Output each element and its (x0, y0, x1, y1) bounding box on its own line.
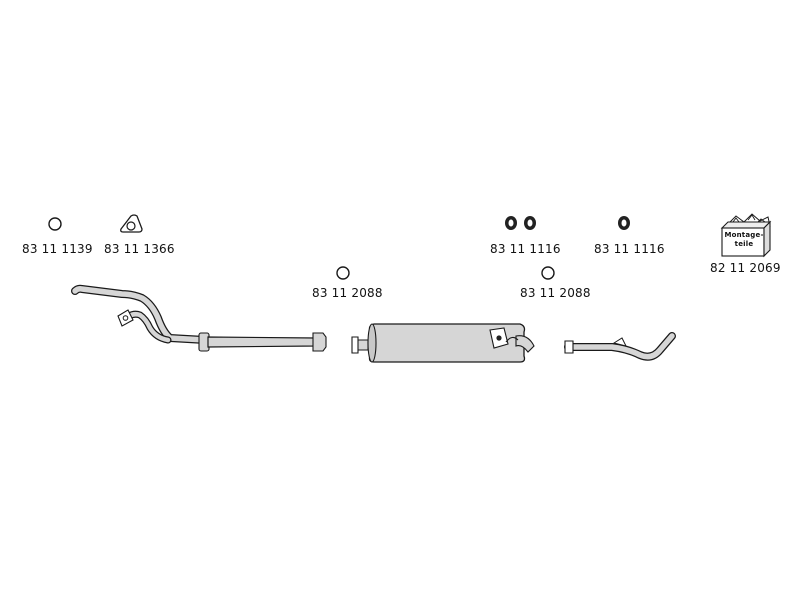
part-number-label: 83 11 2088 (312, 286, 383, 300)
mounting-kit-box-line1: Montage- (724, 231, 764, 239)
part-number-label: 83 11 1139 (22, 242, 93, 256)
part-number-label: 83 11 1366 (104, 242, 175, 256)
hanger-pair-icon (505, 216, 536, 230)
tail-pipe-icon (564, 332, 676, 361)
ring-part-icon (336, 266, 350, 280)
flange-gasket-icon (120, 214, 143, 233)
mounting-kit-box-line2: teile (734, 240, 754, 248)
hanger-single-icon (618, 216, 630, 230)
part-number-label: 82 11 2069 (710, 261, 781, 275)
front-pipe-icon (71, 284, 327, 352)
ring-part-icon (541, 266, 555, 280)
part-number-label: 83 11 1116 (490, 242, 561, 256)
mounting-kit-box-icon (720, 213, 772, 258)
muffler-icon (351, 323, 535, 363)
part-number-label: 83 11 2088 (520, 286, 591, 300)
part-number-label: 83 11 1116 (594, 242, 665, 256)
ring-part-icon (48, 217, 62, 231)
